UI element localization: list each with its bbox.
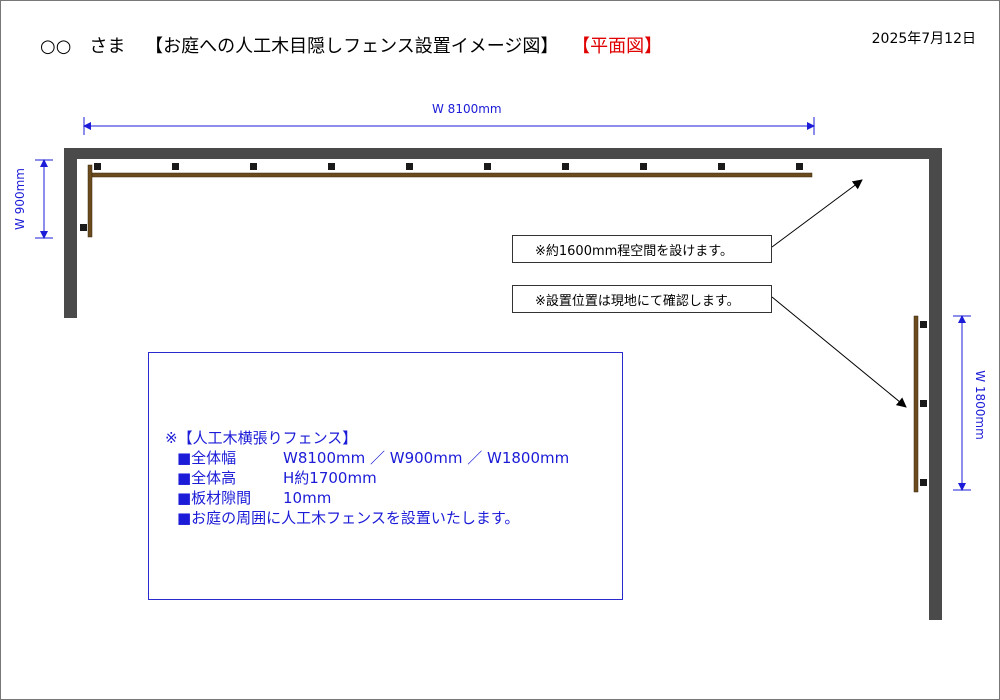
spec-row-label: ■板材隙間 <box>177 489 252 507</box>
spec-row-label: ■お庭の周囲に人工木フェンスを設置いたします。 <box>177 509 520 527</box>
posts-top <box>94 163 803 170</box>
fence-right <box>913 315 919 493</box>
spec-row: ■板材隙間 10mm <box>177 487 331 508</box>
spec-row: ■全体高 H約1700mm <box>177 467 377 488</box>
fence-left <box>87 164 93 238</box>
spec-row-label: ■全体幅 <box>177 449 237 467</box>
note-position: ※設置位置は現地にて確認します。 <box>512 285 772 313</box>
post <box>920 400 927 407</box>
post-left <box>80 224 87 231</box>
fence-top <box>91 172 813 178</box>
spec-heading: ※【人工木横張りフェンス】 <box>165 429 358 447</box>
spec-row-label: ■全体高 <box>177 469 237 487</box>
view-label: 【平面図】 <box>572 36 663 57</box>
post <box>562 163 569 170</box>
note-space: ※約1600mm程空間を設けます。 <box>512 235 772 263</box>
dimension-label-left: W 900mm <box>13 168 27 230</box>
spec-row-value: 10mm <box>283 489 332 507</box>
post <box>94 163 101 170</box>
spec-row: ■全体幅 W8100mm ／ W900mm ／ W1800mm <box>177 447 569 468</box>
customer-name: ○○ さま <box>40 36 126 57</box>
post <box>920 321 927 328</box>
wall-right <box>929 148 942 620</box>
spec-row-value: H約1700mm <box>283 469 377 487</box>
wall-left <box>64 148 77 318</box>
post <box>920 479 927 486</box>
posts-right <box>920 321 927 486</box>
spec-panel: ※【人工木横張りフェンス】 ■全体幅 W8100mm ／ W900mm ／ W18… <box>148 352 623 600</box>
leader-arrow-space <box>771 179 863 248</box>
wall-top <box>64 148 942 159</box>
post <box>718 163 725 170</box>
spec-row-value: W8100mm ／ W900mm ／ W1800mm <box>283 449 570 467</box>
post <box>796 163 803 170</box>
post <box>172 163 179 170</box>
post <box>484 163 491 170</box>
post <box>250 163 257 170</box>
leader-arrow-position <box>771 296 907 408</box>
page-title: ○○ さま 【お庭への人工木目隠しフェンス設置イメージ図】 【平面図】 <box>40 32 662 58</box>
note-position-text: ※設置位置は現地にて確認します。 <box>535 293 740 309</box>
note-space-text: ※約1600mm程空間を設けます。 <box>535 243 734 259</box>
post <box>406 163 413 170</box>
dimension-label-right: W 1800mm <box>973 370 987 440</box>
post <box>640 163 647 170</box>
title-text: 【お庭への人工木目隠しフェンス設置イメージ図】 <box>145 36 559 57</box>
post <box>328 163 335 170</box>
spec-row: ■お庭の周囲に人工木フェンスを設置いたします。 <box>177 507 519 528</box>
date-label: 2025年7月12日 <box>871 31 976 47</box>
dimension-label-top: W 8100mm <box>432 102 502 116</box>
